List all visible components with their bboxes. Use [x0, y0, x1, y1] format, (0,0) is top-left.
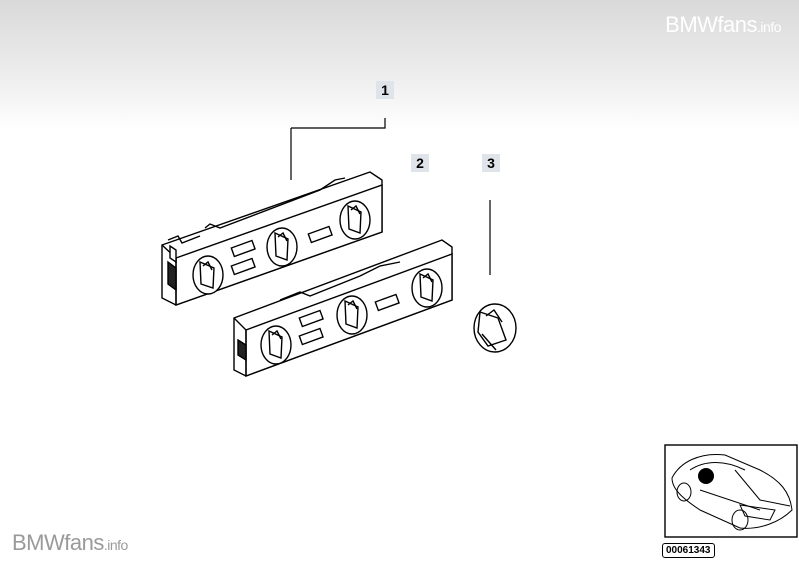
location-marker	[698, 468, 714, 484]
panel-2-knob-left	[260, 325, 292, 365]
callout-1: 1	[376, 81, 394, 99]
vehicle-location-inset	[664, 444, 798, 538]
panel-1-button	[230, 257, 256, 276]
control-panel-2	[233, 239, 453, 378]
callout-3: 3	[482, 154, 500, 172]
watermark-top: BMWfans.info	[665, 12, 781, 38]
leader-lines	[290, 118, 491, 275]
header-gradient	[0, 0, 799, 130]
watermark-brand: BMWfans	[665, 12, 758, 37]
watermark-bottom: BMWfans.info	[12, 530, 128, 556]
panel-2-button	[374, 293, 400, 312]
leader-bracket	[291, 118, 386, 129]
callout-2: 2	[411, 154, 429, 172]
panel-2-knob-right	[411, 268, 443, 308]
rotary-knob-3	[473, 303, 517, 353]
panel-1-knob-middle	[266, 227, 298, 267]
panel-1-knob-right	[339, 200, 371, 240]
panel-2-button	[298, 327, 324, 346]
control-panel-1	[161, 171, 383, 306]
panel-1-button	[230, 239, 256, 258]
reference-number: 00061343	[662, 543, 715, 558]
watermark-suffix: .info	[757, 19, 781, 35]
panel-2-button	[298, 309, 324, 328]
panel-1-button	[307, 225, 333, 244]
panel-1-knob-left	[192, 255, 224, 295]
panel-2-knob-middle	[336, 295, 368, 335]
watermark-brand: BMWfans	[12, 530, 104, 555]
watermark-suffix: .info	[103, 537, 128, 553]
